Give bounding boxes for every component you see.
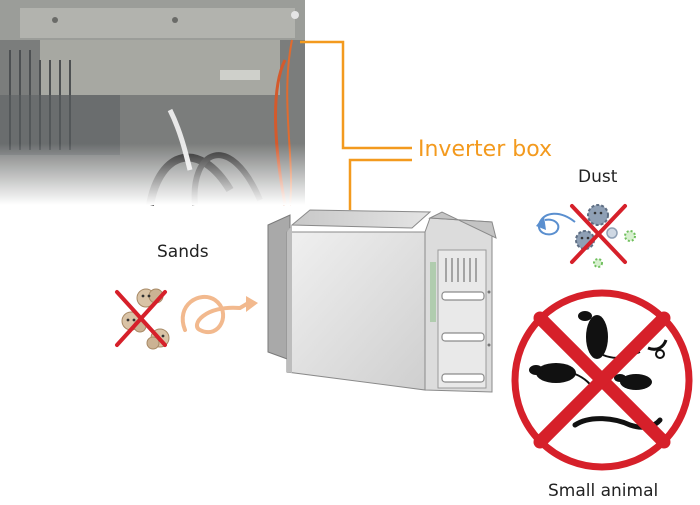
dust-arrow-head: [536, 216, 546, 230]
sand-swirl-arrow-icon: [180, 294, 252, 334]
sand-arrow-head: [246, 296, 258, 312]
dust-particles-icon: [575, 204, 636, 268]
sands-prohibited-cross-icon: [115, 290, 167, 347]
inverter-box-label: Inverter box: [418, 137, 552, 162]
dust-swirl-arrow-icon: [537, 212, 576, 236]
callout-leader-line: [300, 40, 412, 210]
small-animal-label: Small animal: [548, 481, 659, 501]
sands-label: Sands: [157, 242, 209, 262]
dust-label: Dust: [578, 167, 618, 187]
small-animal-prohibited-sign-icon: [511, 289, 693, 471]
dust-prohibited-cross-icon: [570, 204, 627, 264]
photo-inverter-interior: [0, 0, 305, 206]
inverter-cabinet: [267, 209, 497, 393]
